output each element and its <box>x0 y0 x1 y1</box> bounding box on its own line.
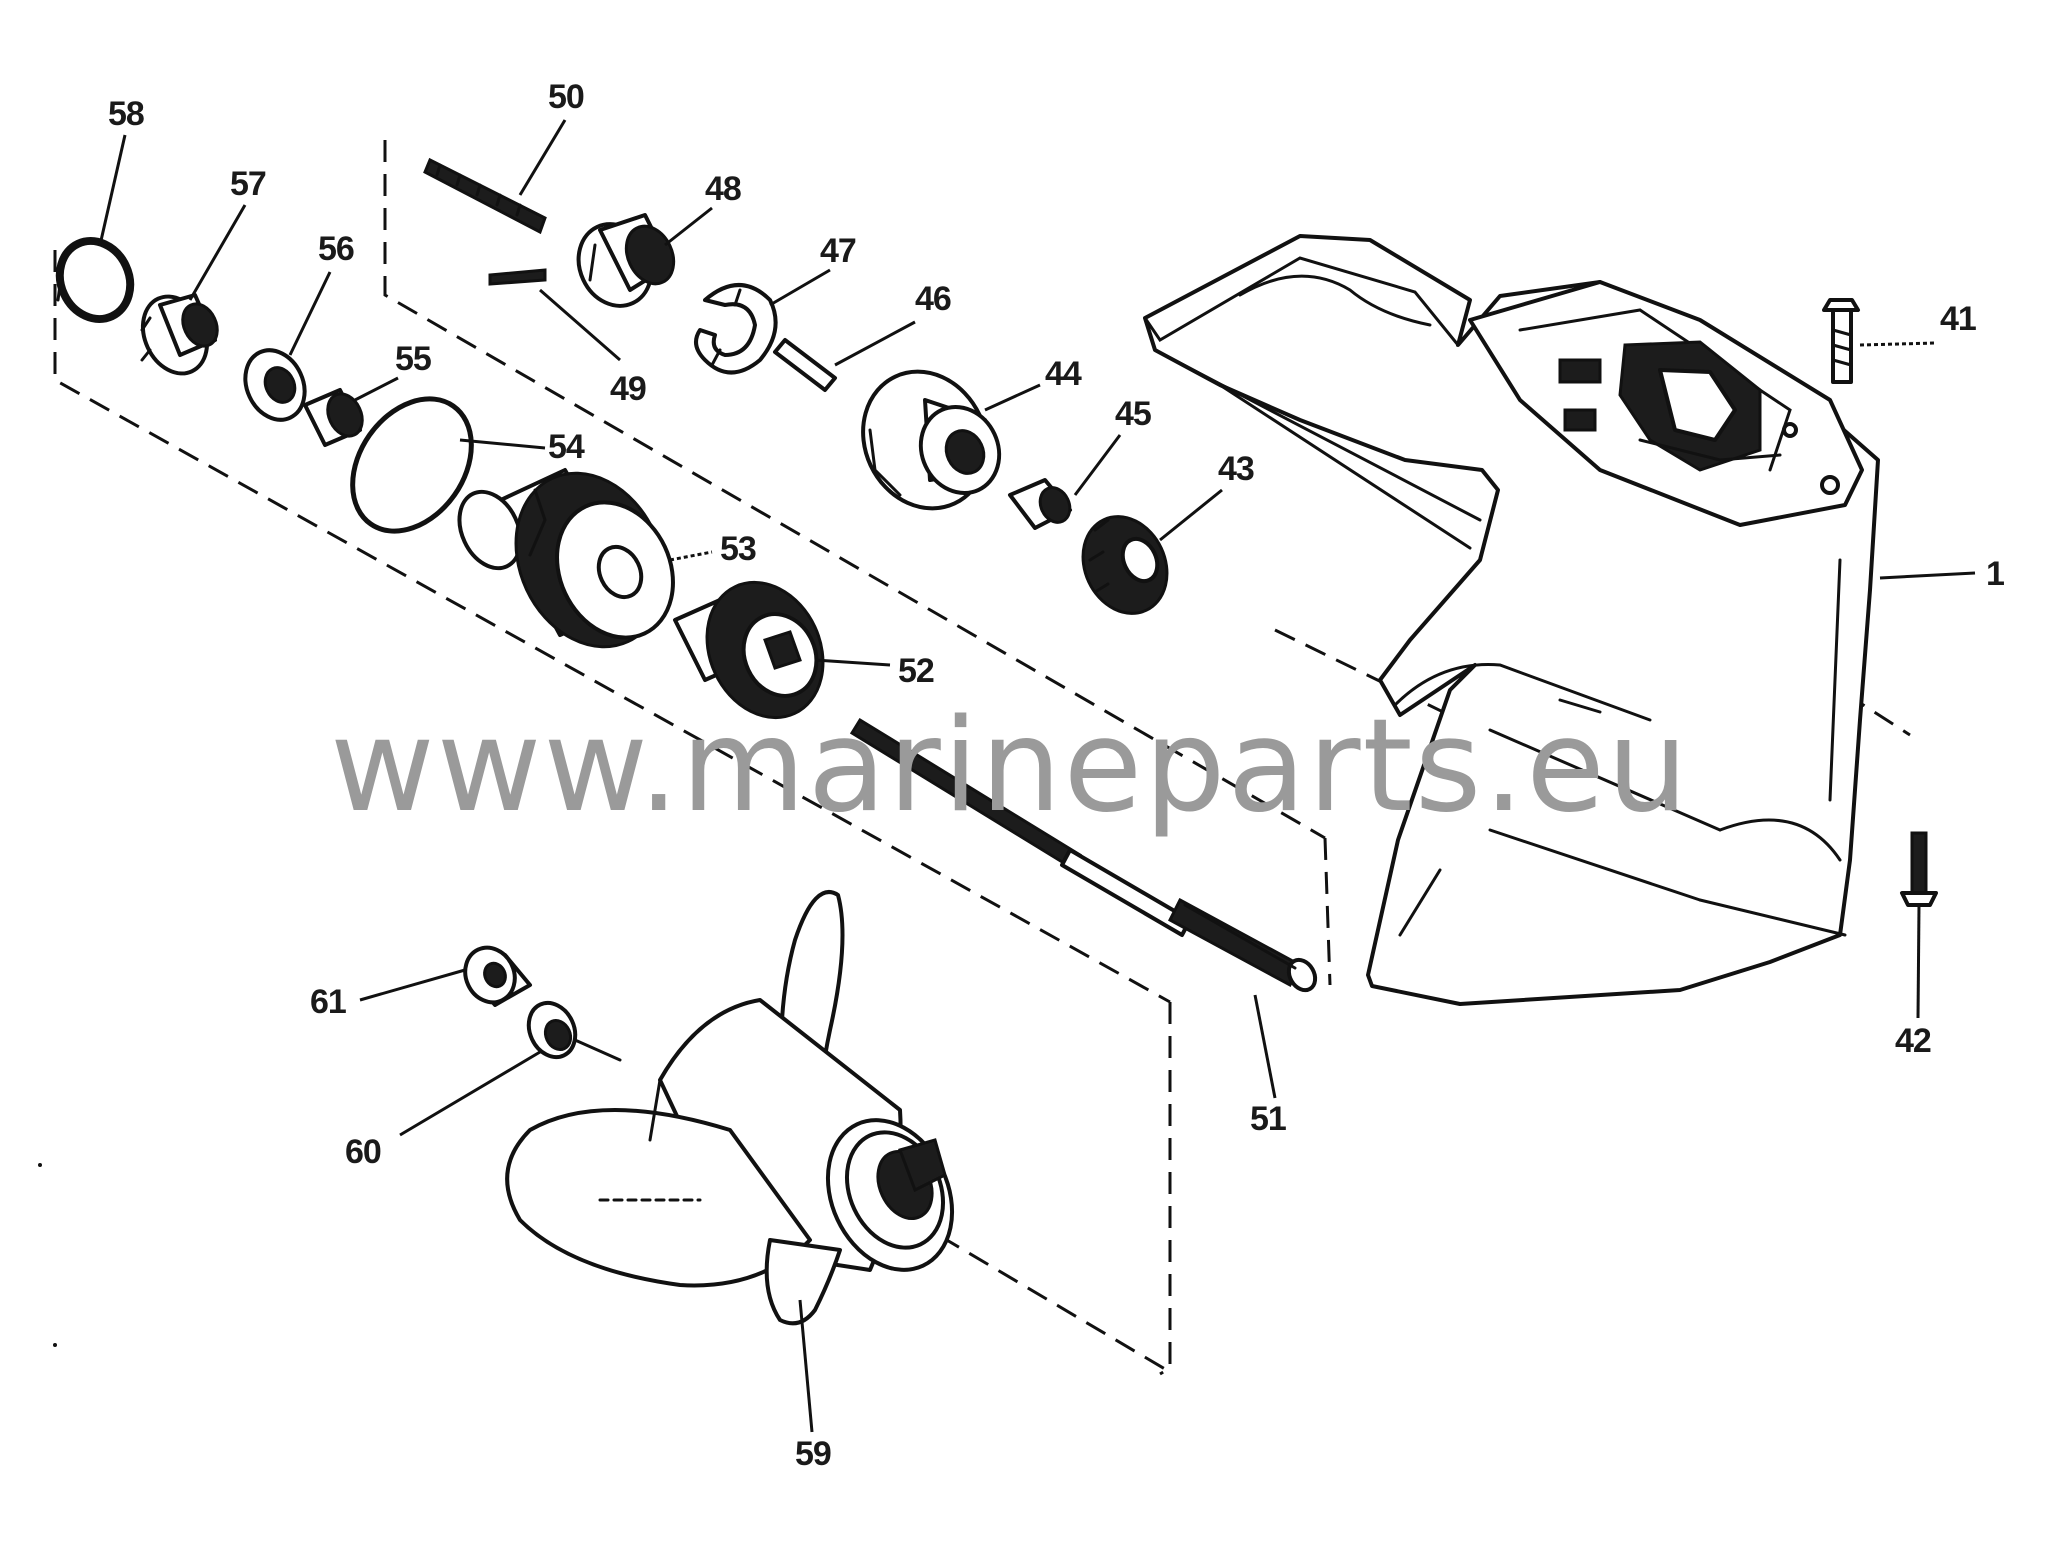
leader-part-44 <box>984 383 1041 412</box>
label-part-46: 46 <box>915 280 951 318</box>
bearing-part-55 <box>303 388 364 447</box>
reverse-gear-part-52 <box>673 580 825 720</box>
leader-part-61 <box>359 968 466 1002</box>
leader-part-51 <box>1253 994 1277 1099</box>
gear-housing-part-1 <box>1143 234 1880 1006</box>
leader-part-48 <box>664 206 713 247</box>
seal-ring-part-58 <box>55 237 135 323</box>
label-part-51: 51 <box>1250 1100 1286 1138</box>
pin-part-46 <box>773 338 837 392</box>
leader-part-46 <box>834 320 916 367</box>
leader-part-54 <box>459 438 546 450</box>
speck <box>38 1163 42 1167</box>
leader-part-45 <box>1073 434 1122 496</box>
leader-part-55 <box>354 376 399 402</box>
propeller-nut-part-61 <box>463 945 532 1007</box>
clutch-part-48 <box>576 213 676 308</box>
label-part-41: 41 <box>1940 300 1976 338</box>
tab-washer-part-57 <box>140 293 219 376</box>
o-ring-part-54 <box>350 396 474 534</box>
bearing-carrier-part-53 <box>457 468 675 649</box>
label-part-48: 48 <box>705 170 741 208</box>
leader-part-47 <box>769 268 831 307</box>
label-part-44: 44 <box>1045 355 1082 393</box>
label-part-54: 54 <box>548 428 585 466</box>
label-part-55: 55 <box>395 340 431 378</box>
label-part-1: 1 <box>1986 555 2004 593</box>
propeller-shaft-part-51 <box>849 717 1318 993</box>
speck <box>53 1343 57 1347</box>
forward-gear-part-44 <box>861 369 1002 511</box>
washer-part-56 <box>243 348 307 422</box>
label-part-58: 58 <box>108 95 144 133</box>
label-part-52: 52 <box>898 652 934 690</box>
leader-part-41 <box>1859 341 1936 347</box>
leader-part-50 <box>518 119 567 196</box>
bearing-sleeve-part-45 <box>1008 478 1072 530</box>
leader-part-60 <box>399 1050 541 1137</box>
label-part-43: 43 <box>1218 450 1254 488</box>
label-part-42: 42 <box>1895 1022 1931 1060</box>
label-part-61: 61 <box>310 983 346 1021</box>
leader-part-59 <box>798 1299 814 1433</box>
propeller-part-59 <box>505 890 955 1326</box>
leader-part-42 <box>1916 904 1921 1019</box>
spring-part-50 <box>423 157 547 235</box>
washer-part-60 <box>526 1000 622 1062</box>
label-part-50: 50 <box>548 78 584 116</box>
leader-part-52 <box>814 658 891 667</box>
screw-part-41 <box>1822 298 1860 384</box>
label-part-60: 60 <box>345 1133 381 1171</box>
label-part-53: 53 <box>720 530 756 568</box>
label-part-49: 49 <box>610 370 646 408</box>
pinion-gear-part-43 <box>1081 515 1169 615</box>
watermark-text: www.marineparts.eu <box>330 692 1690 841</box>
label-part-57: 57 <box>230 165 266 203</box>
label-part-47: 47 <box>820 232 856 270</box>
leader-part-53 <box>669 550 713 562</box>
screw-part-42 <box>1900 831 1938 907</box>
label-part-59: 59 <box>795 1435 831 1473</box>
leader-part-57 <box>188 204 247 301</box>
label-part-45: 45 <box>1115 395 1151 433</box>
leader-part-56 <box>288 271 332 356</box>
leader-part-43 <box>1159 488 1223 542</box>
label-part-56: 56 <box>318 230 354 268</box>
retainer-spring-part-49 <box>488 268 547 286</box>
leader-part-58 <box>98 134 127 246</box>
leader-part-49 <box>539 288 621 362</box>
retaining-ring-part-47 <box>694 283 778 375</box>
leader-part-1 <box>1879 571 1976 580</box>
